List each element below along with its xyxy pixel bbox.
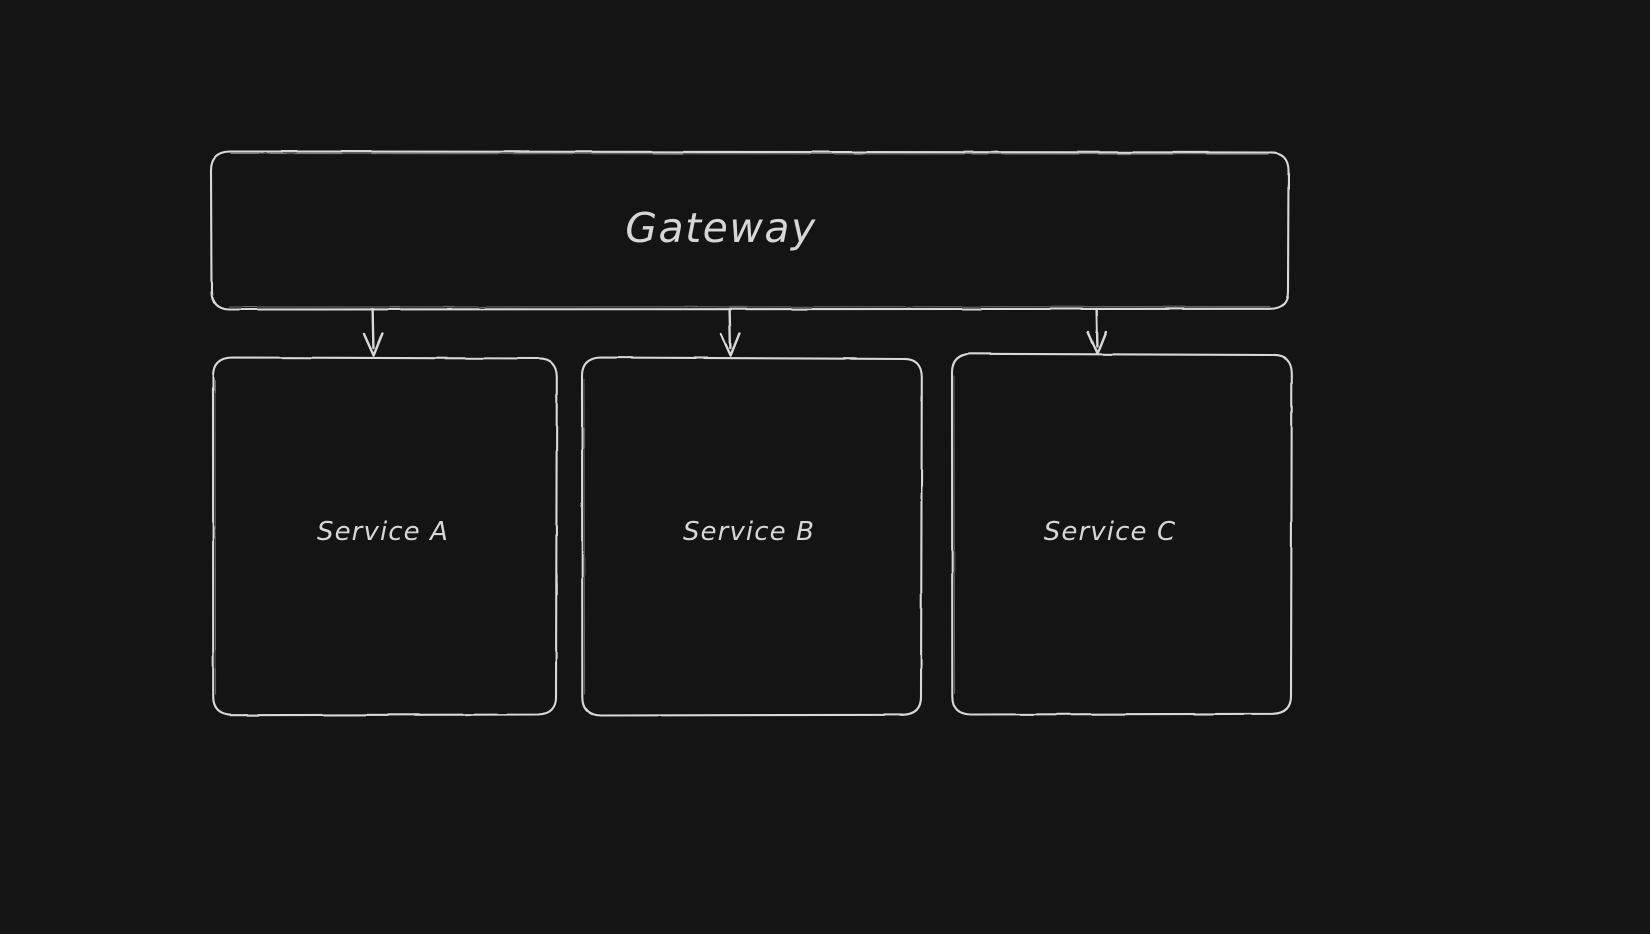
node-gateway-shape[interactable] xyxy=(209,150,1290,311)
edge-gateway-to-service-c[interactable] xyxy=(1086,307,1108,355)
node-label-service-a: Service A xyxy=(316,517,450,547)
edge-gateway-to-service-a[interactable] xyxy=(362,307,384,357)
node-service-c-shape[interactable] xyxy=(950,352,1293,716)
node-label-gateway: Gateway xyxy=(625,204,817,252)
node-label-service-b: Service B xyxy=(682,517,816,547)
node-label-service-c: Service C xyxy=(1043,517,1177,547)
node-service-b-shape[interactable] xyxy=(580,356,923,717)
edge-gateway-to-service-b[interactable] xyxy=(719,307,741,357)
node-service-a-shape[interactable] xyxy=(211,356,558,717)
